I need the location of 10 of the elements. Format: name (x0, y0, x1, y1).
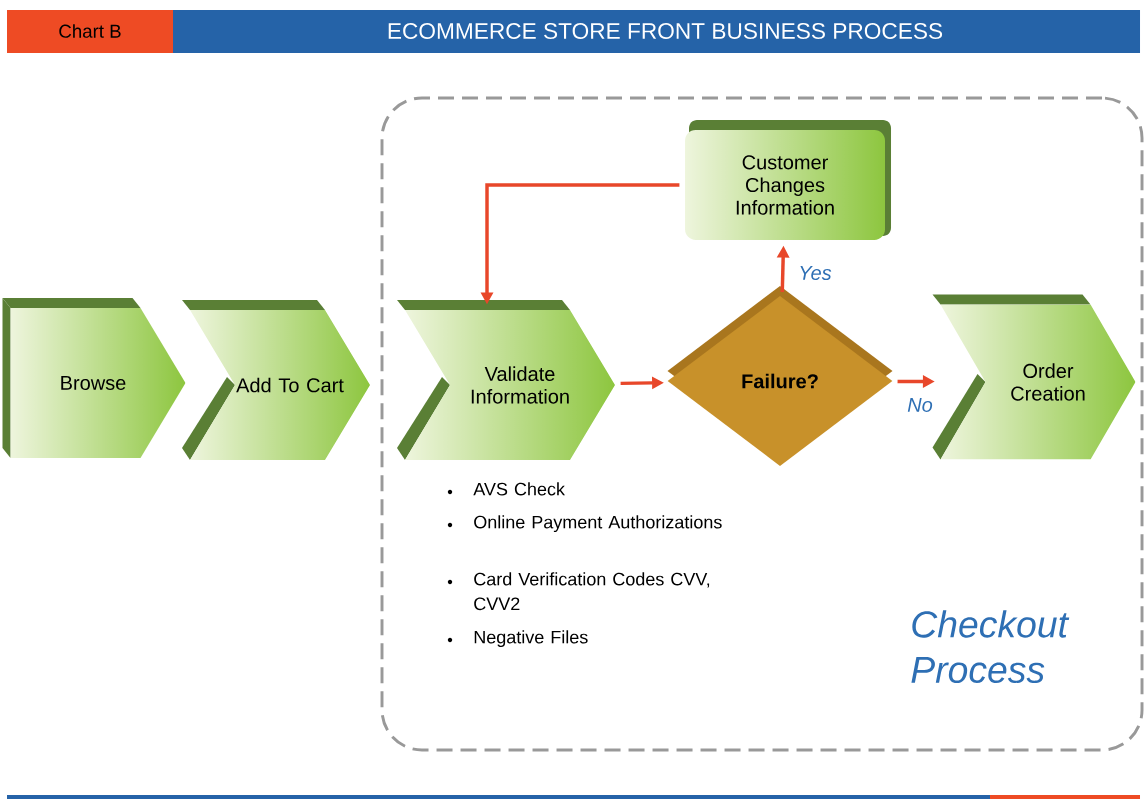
group-title: Checkout Process (911, 610, 1070, 683)
page-title: ECOMMERCE STORE FRONT BUSINESS PROCESS (388, 22, 943, 40)
bullet-item: AVS Check (473, 482, 565, 496)
edge-label: Yes (797, 264, 834, 282)
bullet-item: Online Payment Authorizations (474, 515, 722, 533)
process-box: Customer Changes Information (685, 120, 891, 240)
bullet-item: Negative Files (474, 630, 588, 648)
edge-label: No (905, 396, 935, 414)
header-tab: Chart B (7, 10, 173, 53)
bullet-item: Card Verification Codes CVV, CVV2 (474, 572, 710, 611)
